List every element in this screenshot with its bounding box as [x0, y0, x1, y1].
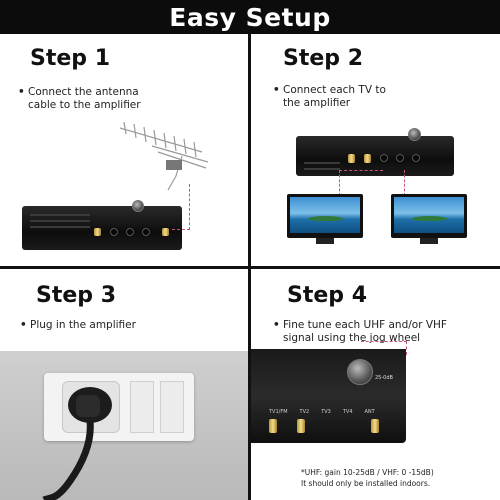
plug-icon	[42, 387, 112, 500]
horizontal-divider	[0, 266, 500, 269]
step-2-bullet: •Connect each TV to the amplifier	[273, 84, 386, 109]
step-4-title: Step 4	[287, 283, 367, 308]
step-1-title: Step 1	[30, 46, 110, 71]
tv-icon	[287, 194, 363, 244]
tv-cable-1	[339, 170, 383, 196]
step-4-bullet: •Fine tune each UHF and/or VHF signal us…	[273, 319, 447, 344]
dial-label: 25-0dB	[375, 375, 393, 381]
port-label-ant: ANT	[364, 409, 375, 415]
step-4-panel: Step 4 •Fine tune each UHF and/or VHF si…	[251, 269, 500, 500]
jog-wheel	[132, 200, 144, 212]
step-2-text: Connect each TV to the amplifier	[283, 84, 386, 109]
pointer-line	[361, 341, 407, 355]
antenna-cable	[172, 184, 190, 230]
tv-icon	[391, 194, 467, 244]
header-bar: Easy Setup	[0, 0, 500, 34]
step-3-panel: Step 3 •Plug in the amplifier	[0, 269, 248, 500]
port-label-tv2: TV2	[299, 409, 310, 415]
wall-socket-photo	[0, 351, 248, 500]
step-2-title: Step 2	[283, 46, 363, 71]
jog-wheel	[408, 128, 421, 141]
amplifier-unit	[22, 200, 182, 250]
page-title: Easy Setup	[169, 2, 331, 32]
step-3-title: Step 3	[36, 283, 116, 308]
port-label-tv4: TV4	[342, 409, 353, 415]
port-label-tv1fm: TV1/FM	[269, 409, 288, 415]
indoor-note: It should only be installed indoors.	[301, 479, 431, 488]
antenna-icon	[119, 121, 209, 191]
amplifier-closeup: 25-0dB TV1/FM TV2 TV3 TV4 ANT	[251, 349, 406, 443]
step-1-bullet: •Connect the antenna cable to the amplif…	[18, 86, 141, 111]
gain-note: *UHF: gain 10-25dB / VHF: 0 -15dB)	[301, 468, 434, 477]
step-3-bullet: •Plug in the amplifier	[20, 319, 136, 331]
step-1-text: Connect the antenna cable to the amplifi…	[28, 86, 141, 111]
step-2-panel: Step 2 •Connect each TV to the amplifier	[251, 34, 500, 266]
amplifier-unit	[296, 128, 454, 176]
step-3-text: Plug in the amplifier	[30, 319, 136, 331]
jog-wheel-icon[interactable]	[347, 359, 373, 385]
step-1-panel: Step 1 •Connect the antenna cable to the…	[0, 34, 248, 266]
step-4-text: Fine tune each UHF and/or VHF signal usi…	[283, 319, 447, 344]
port-label-tv3: TV3	[321, 409, 331, 415]
tv-cable-2	[383, 170, 405, 196]
